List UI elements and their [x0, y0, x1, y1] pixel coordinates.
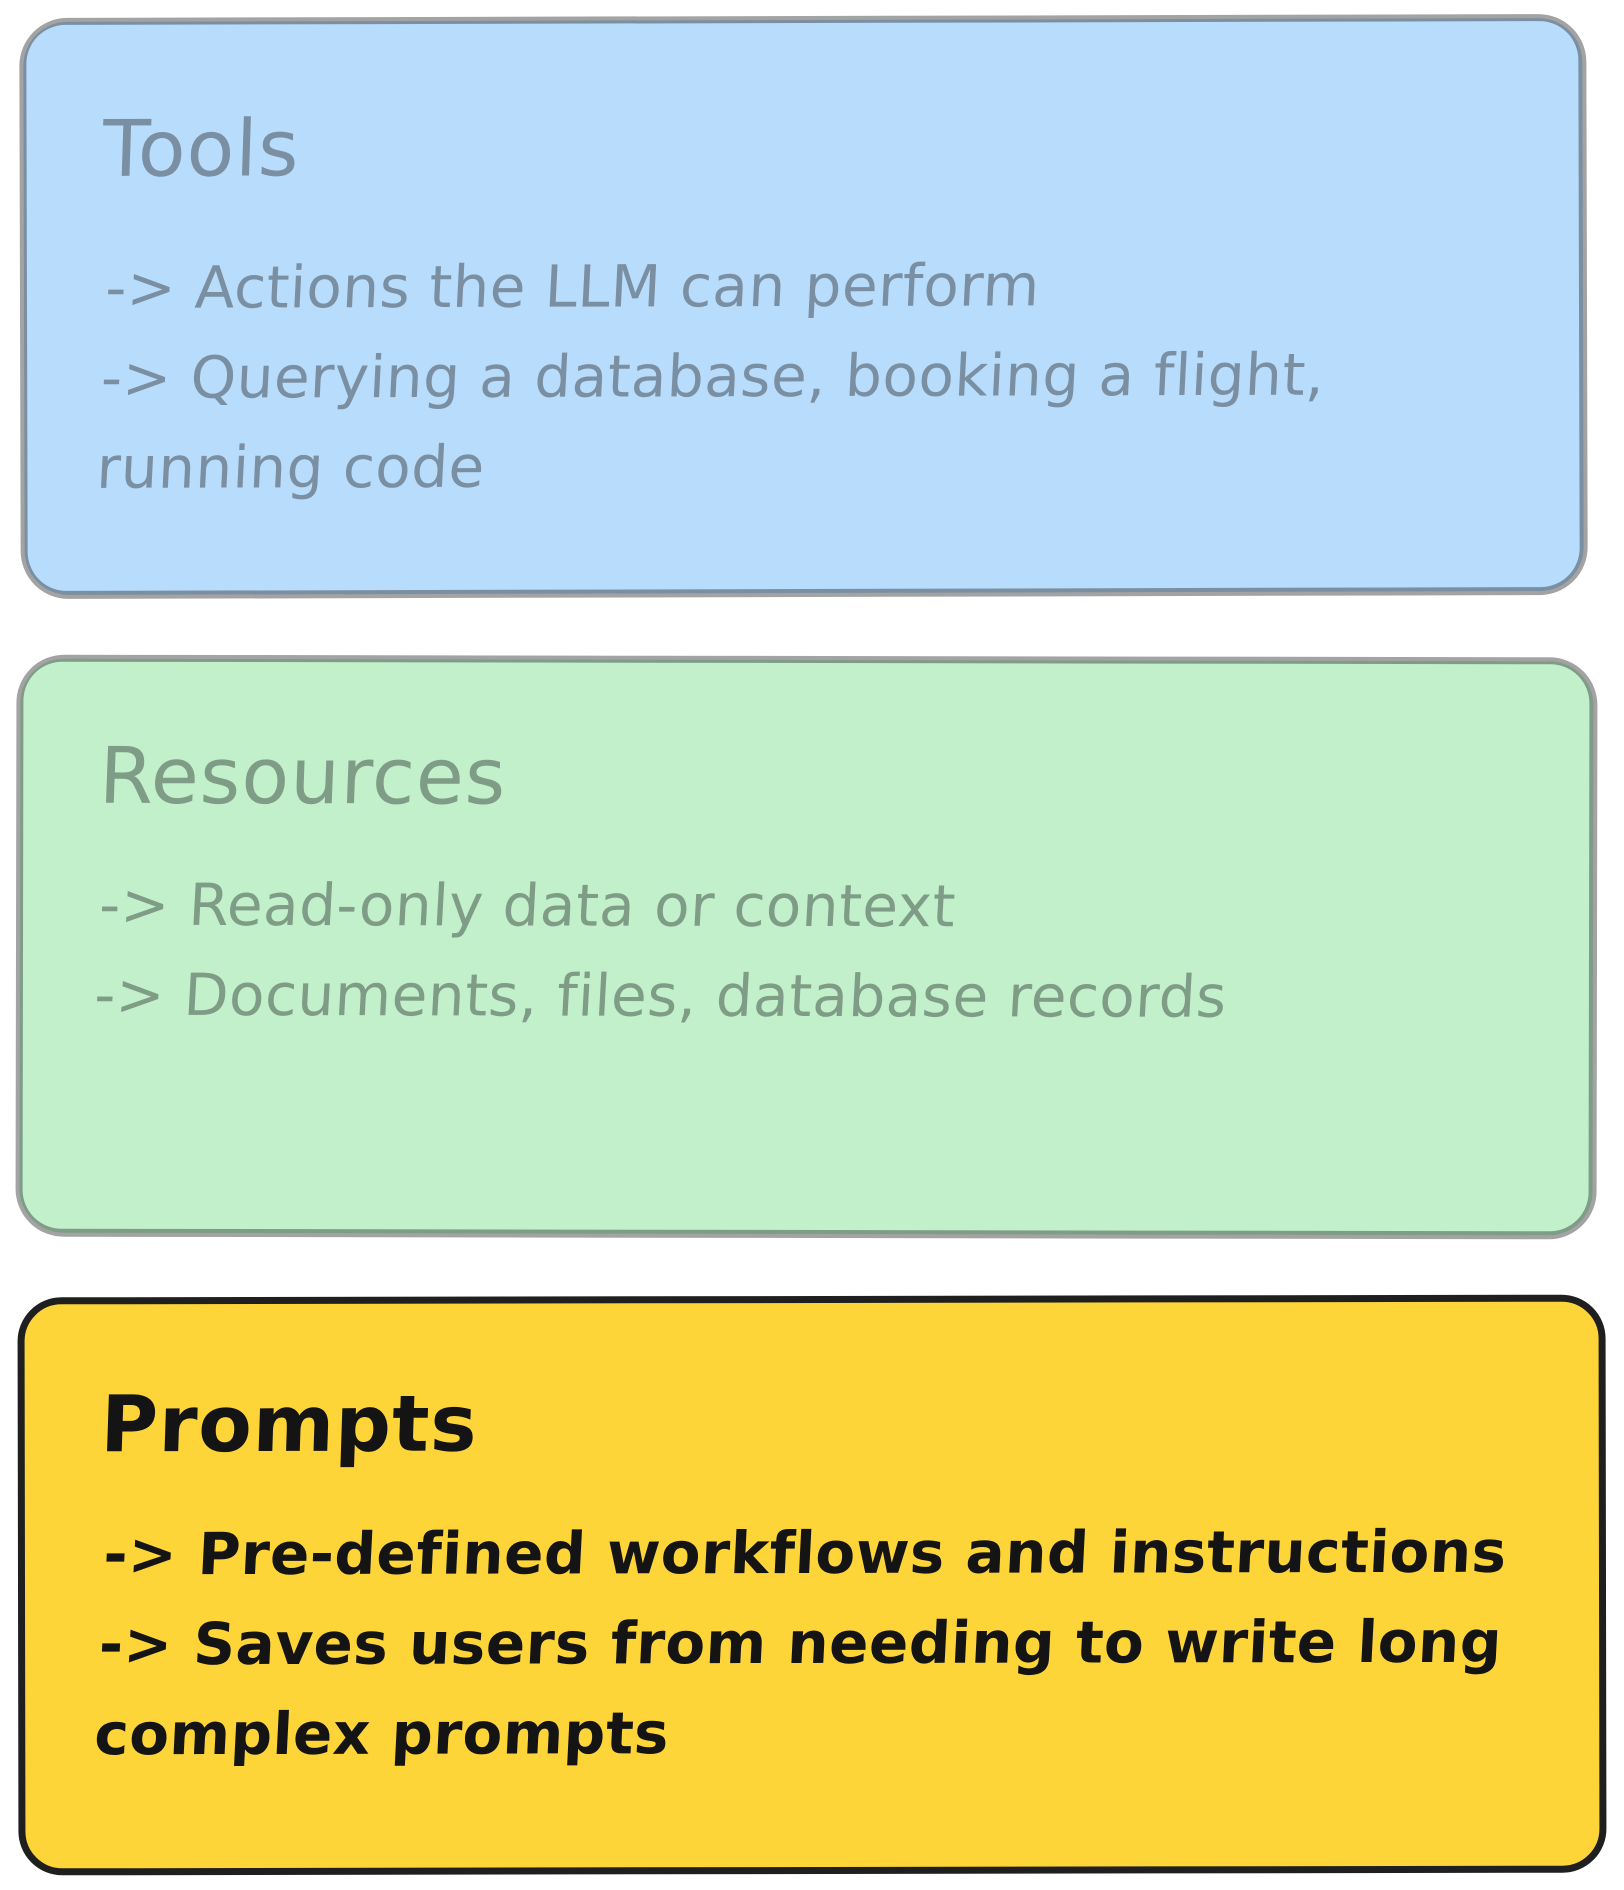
resources-description: -> Read-only data or context -> Document… — [92, 860, 1564, 1043]
tools-card: Tools -> Actions the LLM can perform -> … — [19, 13, 1588, 600]
prompts-card: Prompts -> Pre-defined workflows and ins… — [17, 1294, 1607, 1876]
prompts-line-1: -> Pre-defined workflows and instruction… — [101, 1517, 1509, 1589]
resources-line-1: -> Read-only data or context — [97, 870, 958, 941]
resources-title: Resources — [97, 731, 509, 823]
resources-line-2: -> Documents, files, database records — [92, 960, 1229, 1031]
tools-line-3: running code — [95, 432, 487, 502]
prompts-title: Prompts — [99, 1379, 480, 1471]
prompts-line-2: -> Saves users from needing to write lon… — [97, 1607, 1504, 1679]
tools-line-1: -> Actions the LLM can perform — [103, 251, 1042, 322]
tools-title: Tools — [101, 104, 302, 195]
tools-line-2: -> Querying a database, booking a flight… — [99, 340, 1327, 412]
prompts-description: -> Pre-defined workflows and instruction… — [92, 1507, 1576, 1780]
prompts-line-3: complex prompts — [92, 1699, 671, 1769]
resources-card: Resources -> Read-only data or context -… — [15, 654, 1598, 1240]
tools-description: -> Actions the LLM can perform -> Queryi… — [94, 239, 1555, 513]
